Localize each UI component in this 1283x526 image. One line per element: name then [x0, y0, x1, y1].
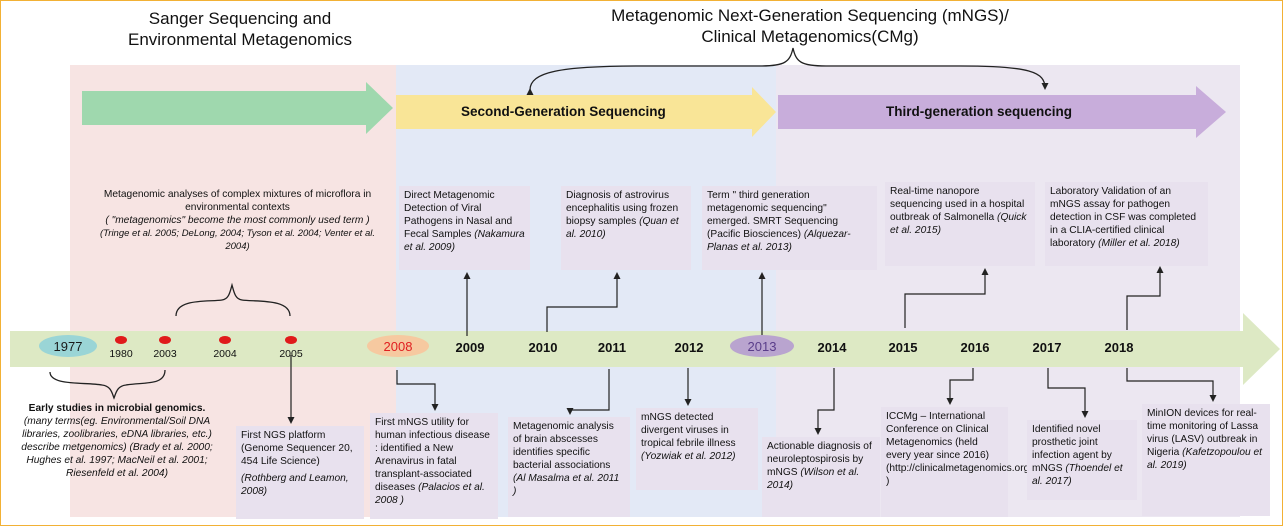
connector-2017 [1047, 368, 1089, 418]
event-2015-cite: (Quick et al. 2015) [890, 212, 1027, 236]
second-gen-phase-arrow [396, 87, 776, 137]
mngs-era-title-line2: Clinical Metagenomics(CMg) [701, 27, 919, 46]
event-box-2014: Actionable diagnosis of neuroleptospiros… [762, 437, 880, 517]
year-2004: 2004 [213, 348, 237, 360]
event-2008-cite: (Palacios et al. 2008 ) [375, 482, 485, 506]
third-gen-phase-arrow [778, 86, 1226, 138]
mngs-era-title-line1: Metagenomic Next-Generation Sequencing (… [611, 6, 1009, 25]
event-2018-cite: (Miller et al. 2018) [1098, 238, 1180, 249]
event-2010-cite: (Quan et al. 2010) [566, 216, 679, 240]
event-2008-text: First mNGS utility for human infectious … [375, 417, 490, 493]
connector-2018 [1126, 266, 1164, 330]
event-2009-cite: (Nakamura et al. 2009) [404, 229, 525, 253]
year-2012: 2012 [674, 340, 704, 355]
env-text-main: Metagenomic analyses of complex mixtures… [103, 189, 372, 213]
event-2017-text: Identified novel prosthetic joint infect… [1032, 424, 1112, 474]
event-2017-cite: (Thoendel et al. 2017) [1032, 463, 1123, 487]
dot-1980 [115, 336, 127, 344]
event-box-2012: mNGS detected divergent viruses in tropi… [636, 408, 758, 490]
year-2008: 2008 [383, 338, 413, 354]
connector-2015 [904, 268, 989, 328]
third-gen-label: Third-generation sequencing [886, 104, 1073, 119]
year-2013: 2013 [747, 338, 777, 354]
event-2009-text: Direct Metagenomic Detection of Viral Pa… [404, 190, 513, 240]
event-box-2009: Direct Metagenomic Detection of Viral Pa… [399, 186, 530, 270]
event-box-2016: ICCMg – International Conference on Clin… [881, 407, 1029, 517]
year-2005: 2005 [279, 348, 303, 360]
event-box-2010: Diagnosis of astrovirus encephalitis usi… [561, 186, 691, 270]
dot-2004 [219, 336, 231, 344]
event-box-2013: Term " third generation metagenomic sequ… [702, 186, 877, 270]
event-2013-text: Term " third generation metagenomic sequ… [707, 190, 839, 240]
event-2014-cite: (Wilson et al. 2014) [767, 467, 860, 491]
early-studies-body: (many terms(eg. Environmental/Soil DNA l… [21, 416, 213, 479]
sanger-era-title: Sanger Sequencing and Environmental Meta… [128, 9, 352, 49]
event-2018-text: Laboratory Validation of an mNGS assay f… [1050, 186, 1197, 249]
event-2011-cite: (Al Masalma et al. 2011 ) [513, 473, 620, 497]
timeline-arrow [10, 313, 1280, 385]
connector-2016 [946, 368, 974, 405]
event-2005-cite: (Rothberg and Leamon, 2008) [241, 473, 349, 497]
event-2010-text: Diagnosis of astrovirus encephalitis usi… [566, 190, 679, 227]
connector-2018-bottom [1126, 368, 1217, 402]
event-2011-text: Metagenomic analysis of brain abscesses … [513, 421, 614, 471]
event-box-2008: First mNGS utility for human infectious … [370, 413, 498, 519]
event-box-2017: Identified novel prosthetic joint infect… [1027, 420, 1137, 500]
event-2005-text: First NGS platform (Genome Sequencer 20,… [241, 430, 353, 467]
dot-2003 [159, 336, 171, 344]
event-2013-cite: (Alquezar-Planas et al. 2013) [707, 229, 851, 253]
year-2010: 2010 [528, 340, 558, 355]
year-2011: 2011 [597, 340, 627, 355]
env-brace [175, 282, 291, 317]
year-2008-ellipse: 2008 [367, 335, 429, 357]
env-text-cite: (Tringe et al. 2005; DeLong, 2004; Tyson… [100, 228, 375, 252]
year-2017: 2017 [1032, 340, 1062, 355]
year-2003: 2003 [153, 348, 177, 360]
event-box-2018-bottom: MinION devices for real-time monitoring … [1142, 404, 1270, 516]
event-box-2011: Metagenomic analysis of brain abscesses … [508, 417, 630, 517]
second-gen-label: Second-Generation Sequencing [461, 104, 666, 119]
year-1977: 1977 [53, 338, 83, 354]
year-2015: 2015 [888, 340, 918, 355]
event-box-2015: Real-time nanopore sequencing used in a … [885, 182, 1035, 266]
connector-2010 [546, 272, 621, 332]
year-2018: 2018 [1104, 340, 1134, 355]
event-2014-text: Actionable diagnosis of neuroleptospiros… [767, 441, 872, 478]
event-2015-text: Real-time nanopore sequencing used in a … [890, 186, 1025, 223]
dot-2005 [285, 336, 297, 344]
year-2013-ellipse: 2013 [730, 335, 794, 357]
event-2012-cite: (Yozwiak et al. 2012) [641, 451, 736, 462]
event-2016-text: ICCMg – International Conference on Clin… [886, 411, 1030, 487]
year-2009: 2009 [455, 340, 485, 355]
connector-2014 [814, 368, 835, 435]
event-2018b-text: MinION devices for real-time monitoring … [1147, 408, 1258, 458]
mngs-brace [526, 47, 1049, 96]
year-2016: 2016 [960, 340, 990, 355]
event-box-2005: First NGS platform (Genome Sequencer 20,… [236, 426, 364, 519]
early-studies-title: Early studies in microbial genomics. [28, 403, 206, 414]
event-box-2018: Laboratory Validation of an mNGS assay f… [1045, 182, 1208, 266]
env-text-quote: ( "metagenomics" become the most commonl… [105, 215, 370, 226]
connector-2011 [566, 369, 610, 415]
sanger-phase-arrow [82, 82, 393, 134]
connector-2008 [396, 370, 439, 411]
event-2012-text: mNGS detected divergent viruses in tropi… [641, 412, 736, 449]
event-2018b-cite: (Kafetzopoulou et al. 2019) [1147, 447, 1262, 471]
early-brace [49, 369, 166, 400]
year-1980: 1980 [109, 348, 133, 360]
early-studies-text: Early studies in microbial genomics. (ma… [4, 402, 230, 480]
year-1977-ellipse: 1977 [39, 335, 97, 357]
env-metagenomics-text: Metagenomic analyses of complex mixtures… [95, 188, 380, 253]
year-2014: 2014 [817, 340, 847, 355]
